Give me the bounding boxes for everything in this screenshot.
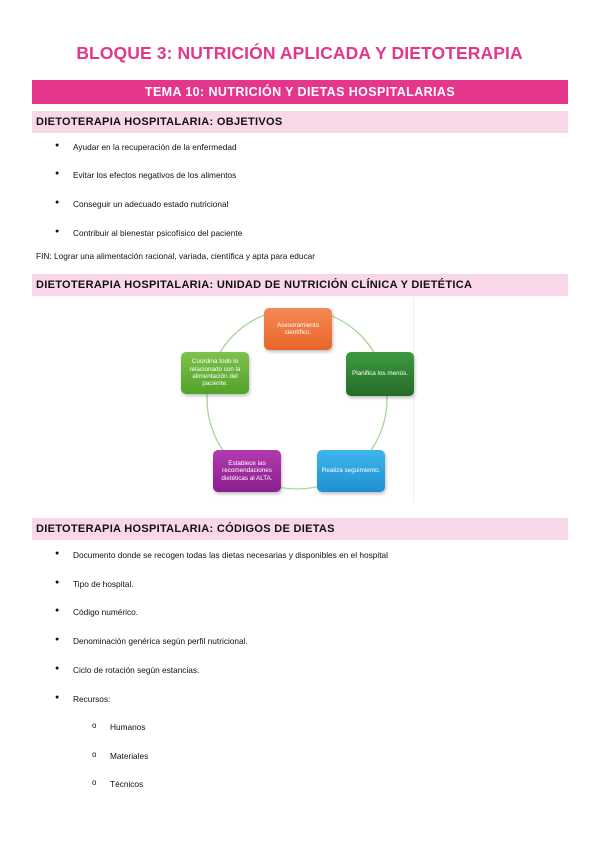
list-item: ●Evitar los efectos negativos de los ali… (55, 170, 237, 180)
bullet-icon: ● (55, 665, 60, 672)
bullet-icon: ● (55, 170, 60, 177)
bullet-icon: ● (55, 694, 60, 701)
section-heading-objetivos: DIETOTERAPIA HOSPITALARIA: OBJETIVOS (32, 111, 568, 133)
bullet-icon: ● (55, 228, 60, 235)
list-item: ●Código numérico. (55, 607, 139, 617)
bullet-icon: ● (55, 636, 60, 643)
circle-bullet-icon: o (92, 778, 97, 787)
cycle-node-planifica: Planifica los menús. (346, 352, 414, 396)
bullet-icon: ● (55, 550, 60, 557)
list-item: ●Tipo de hospital. (55, 579, 134, 589)
list-item: ●Denominación genérica según perfil nutr… (55, 636, 248, 646)
circle-bullet-icon: o (92, 750, 97, 759)
cycle-node-coordina: Coordina todo lo relacionado con la alim… (181, 352, 249, 394)
topic-banner: TEMA 10: NUTRICIÓN Y DIETAS HOSPITALARIA… (32, 80, 568, 104)
circle-bullet-icon: o (92, 721, 97, 730)
bullet-icon: ● (55, 579, 60, 586)
list-item: ●Documento donde se recogen todas las di… (55, 550, 389, 560)
list-item: ●Ciclo de rotación según estancias. (55, 665, 200, 675)
fin-statement: FIN: Lograr una alimentación racional, v… (36, 251, 316, 261)
divider (413, 298, 414, 502)
list-item: ●Ayudar en la recuperación de la enferme… (55, 142, 237, 152)
list-item: ●Conseguir un adecuado estado nutriciona… (55, 199, 229, 209)
bullet-icon: ● (55, 199, 60, 206)
cycle-node-asesoramiento: Asesoramiento científico. (264, 308, 332, 350)
list-item: ●Contribuir al bienestar psicofísico del… (55, 228, 243, 238)
list-item: ●Recursos: (55, 694, 111, 704)
section-heading-codigos: DIETOTERAPIA HOSPITALARIA: CÓDIGOS DE DI… (32, 518, 568, 540)
page-title: BLOQUE 3: NUTRICIÓN APLICADA Y DIETOTERA… (76, 43, 523, 63)
cycle-node-recomendaciones: Establece las recomendaciones dietéticas… (213, 450, 281, 492)
bullet-icon: ● (55, 142, 60, 149)
section-heading-unidad: DIETOTERAPIA HOSPITALARIA: UNIDAD DE NUT… (32, 274, 568, 296)
bullet-icon: ● (55, 607, 60, 614)
cycle-node-seguimiento: Realiza seguimiento. (317, 450, 385, 492)
